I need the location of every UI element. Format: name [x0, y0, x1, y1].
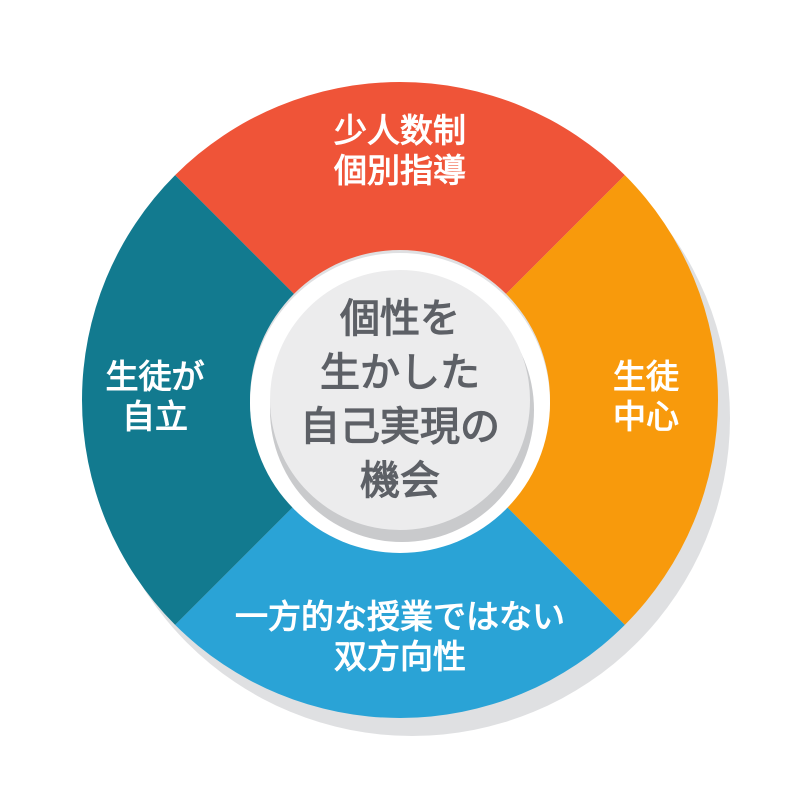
segment-bottom: [175, 506, 625, 719]
center-label-line1: 個性を: [339, 296, 460, 342]
center-disc: [270, 270, 530, 530]
segment-top-label-line1: 少人数制: [334, 111, 466, 150]
center-label-line2: 生かした: [320, 350, 480, 396]
segment-right-label-line2: 中心: [613, 397, 679, 436]
center-label-line3: 自己実現の: [300, 404, 500, 450]
segment-left-label-line2: 自立: [122, 397, 188, 436]
segment-bottom-label-line1: 一方的な授業ではない: [235, 597, 565, 636]
center-label-line4: 機会: [360, 458, 440, 504]
segment-left-label-line1: 生徒が: [106, 357, 205, 396]
segment-bottom-label-line2: 双方向性: [334, 637, 466, 676]
segment-right: [506, 175, 719, 625]
segment-top-label-line2: 個別指導: [333, 151, 466, 190]
segment-right-label-line1: 生徒: [613, 357, 680, 396]
segment-left: [81, 175, 294, 625]
segment-top: [175, 81, 625, 294]
